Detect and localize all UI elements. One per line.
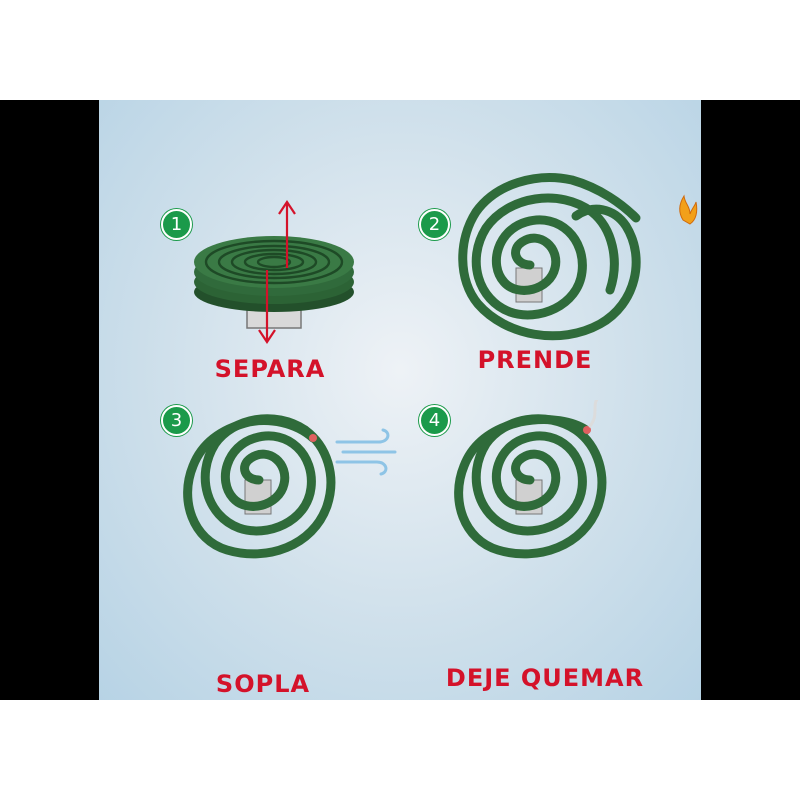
coil-wind-icon (183, 414, 397, 559)
stacked-coils-icon (194, 200, 354, 344)
coil-flame-icon (458, 173, 698, 341)
coil-smoke-icon (454, 400, 607, 559)
step-3-badge: 3 (161, 405, 192, 436)
step-4: 4 DEJE QUEMAR (400, 400, 700, 700)
step-1-label: SEPARA (214, 355, 326, 383)
step-4-badge: 4 (419, 405, 450, 436)
step-2: 2 PRENDE (400, 100, 700, 400)
image-frame: 1 (0, 100, 800, 700)
step-3-label: SOPLA (215, 670, 311, 698)
step-3: 3 SOPLA (99, 400, 399, 700)
step-2-badge: 2 (419, 209, 450, 240)
instructions-panel: 1 (99, 100, 701, 700)
step-4-label: DEJE QUEMAR (445, 664, 645, 692)
step-1: 1 (99, 100, 399, 400)
step-2-label: PRENDE (477, 346, 593, 374)
step-1-badge: 1 (161, 209, 192, 240)
